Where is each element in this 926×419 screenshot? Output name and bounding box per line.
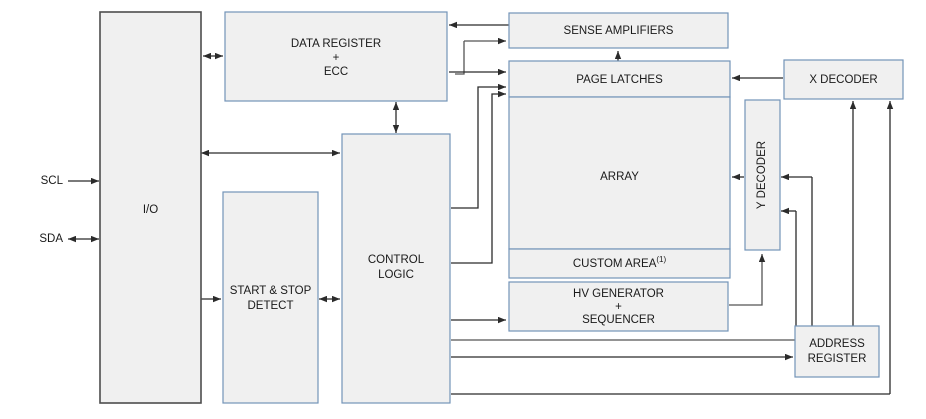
block-hv-generator[interactable]: HV GENERATOR + SEQUENCER	[508, 281, 729, 332]
wire-data-register-to-sense-amplifiers	[455, 37, 506, 75]
signal-label-sda: SDA	[39, 233, 63, 245]
block-io-label: I/O	[143, 204, 158, 216]
block-control-logic-label-line2: LOGIC	[378, 269, 414, 281]
wire-address-bus-to-y-decoder-lower	[781, 207, 797, 354]
block-x-decoder-label: X DECODER	[809, 74, 877, 86]
block-custom-area-text: CUSTOM AREA	[573, 258, 657, 270]
block-y-decoder[interactable]: Y DECODER	[744, 99, 781, 251]
block-x-decoder[interactable]: X DECODER	[783, 59, 904, 100]
signal-label-scl: SCL	[41, 175, 64, 187]
wire-hv-generator-to-y-decoder	[729, 254, 766, 306]
block-start-stop-detect-label-line1: START & STOP	[230, 285, 312, 297]
block-sense-amplifiers-label: SENSE AMPLIFIERS	[564, 25, 674, 37]
block-data-register-label-line3: ECC	[324, 66, 348, 78]
block-page-latches[interactable]: PAGE LATCHES	[508, 60, 731, 98]
block-address-register[interactable]: ADDRESS REGISTER	[794, 325, 880, 378]
wire-control-logic-to-page-latches	[451, 83, 506, 209]
block-custom-area[interactable]: CUSTOM AREA(1)	[508, 248, 731, 279]
block-y-decoder-label: Y DECODER	[756, 141, 768, 209]
block-array-label: ARRAY	[600, 171, 639, 183]
block-start-stop-detect[interactable]: START & STOP DETECT	[222, 191, 319, 404]
block-data-register-label-line2: +	[333, 52, 340, 64]
block-hv-generator-label-line1: HV GENERATOR	[573, 288, 664, 300]
block-sense-amplifiers[interactable]: SENSE AMPLIFIERS	[508, 12, 729, 49]
block-control-logic[interactable]: CONTROL LOGIC	[341, 133, 451, 404]
block-address-register-label-line2: REGISTER	[808, 353, 867, 365]
block-page-latches-label: PAGE LATCHES	[576, 74, 663, 86]
block-data-register[interactable]: DATA REGISTER + ECC	[224, 11, 448, 102]
block-custom-area-footnote: (1)	[656, 255, 666, 264]
block-custom-area-label: CUSTOM AREA(1)	[573, 255, 667, 270]
block-hv-generator-label-line2: +	[615, 301, 622, 313]
block-array[interactable]: ARRAY	[508, 96, 731, 250]
block-control-logic-label-line1: CONTROL	[368, 254, 425, 266]
wire-address-bus-to-y-decoder-upper	[781, 173, 813, 348]
block-start-stop-detect-label-line2: DETECT	[248, 300, 294, 312]
block-data-register-label-line1: DATA REGISTER	[291, 38, 381, 50]
block-hv-generator-label-line3: SEQUENCER	[582, 314, 655, 326]
wire-control-logic-to-page-latches-2	[451, 90, 506, 264]
block-io[interactable]: I/O	[99, 11, 202, 404]
block-address-register-label-line1: ADDRESS	[809, 338, 865, 350]
